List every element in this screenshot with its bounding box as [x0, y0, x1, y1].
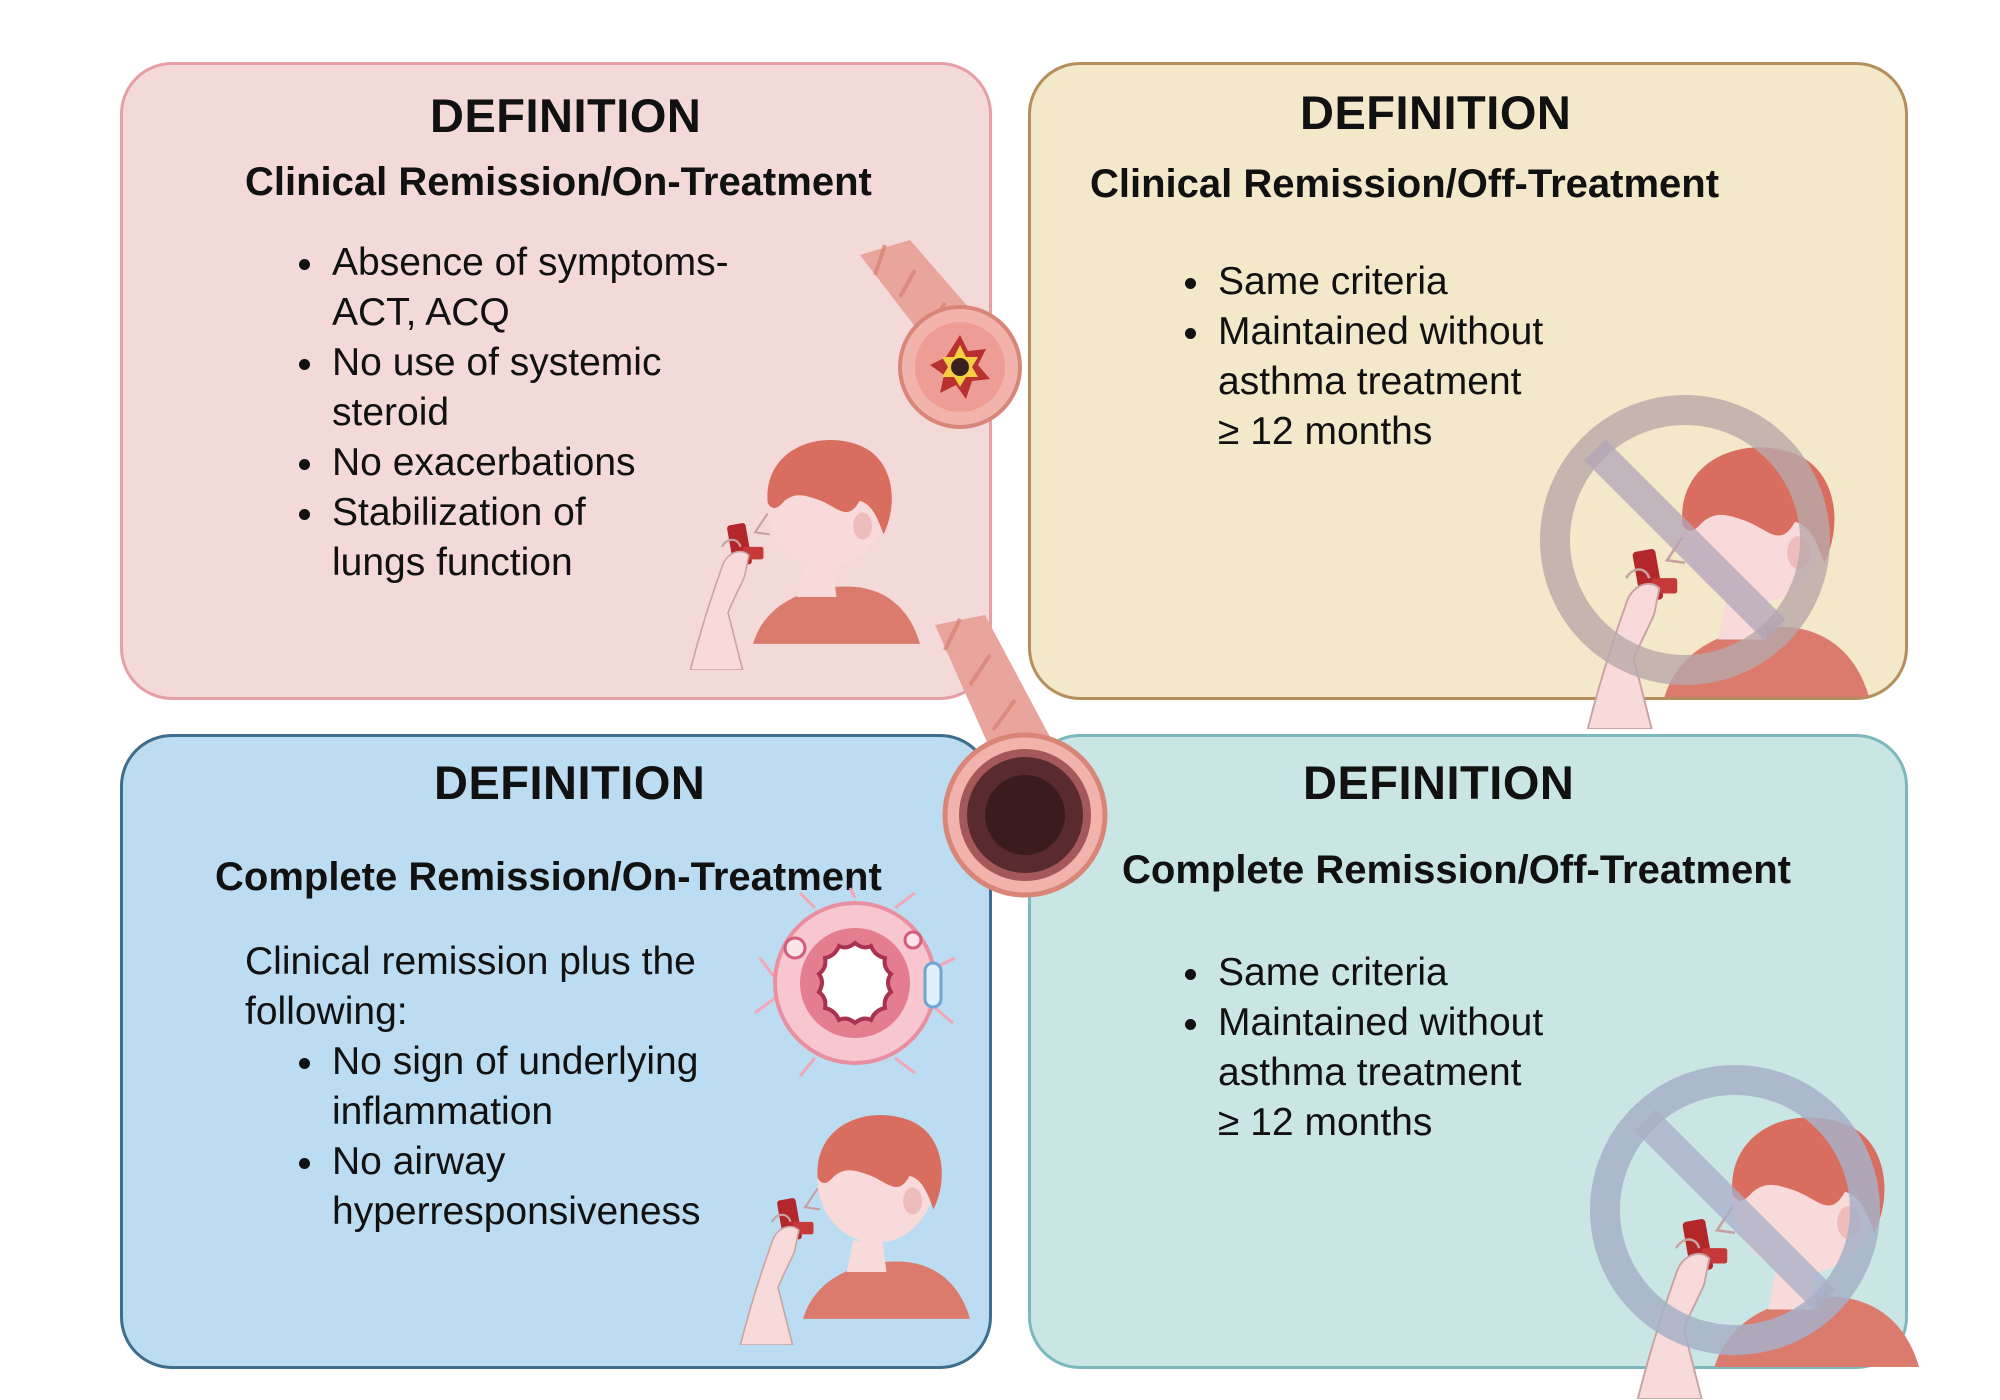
criteria-list: Absence of symptoms-ACT, ACQ No use of s… [284, 238, 848, 588]
panel-title: Complete Remission/On-Treatment [215, 855, 882, 899]
panel-heading: DEFINITION [430, 89, 702, 142]
airway-tube-icon [860, 240, 1022, 429]
airway-tube-icon [935, 615, 1108, 898]
panel-title: Complete Remission/Off-Treatment [1122, 848, 1792, 892]
criteria-item: Same criteria [1214, 948, 1634, 998]
airway-cross-section-icon [754, 887, 956, 1077]
no-inhaler-icon [1590, 1065, 1885, 1360]
criteria-item: Absence of symptoms-ACT, ACQ [328, 238, 848, 338]
panel-title: Clinical Remission/On-Treatment [245, 160, 872, 204]
panel-heading: DEFINITION [434, 756, 706, 809]
child-using-inhaler-icon [730, 1105, 970, 1345]
panel-title: Clinical Remission/Off-Treatment [1090, 162, 1720, 206]
panel-heading: DEFINITION [1303, 756, 1575, 809]
criteria-item: Same criteria [1214, 257, 1634, 307]
panel-complete-remission-off-treatment [1028, 734, 1908, 1369]
criteria-item: No exacerbations [328, 438, 848, 488]
child-using-inhaler-icon [680, 430, 920, 670]
no-inhaler-icon [1540, 395, 1835, 690]
panel-heading: DEFINITION [1300, 86, 1572, 139]
